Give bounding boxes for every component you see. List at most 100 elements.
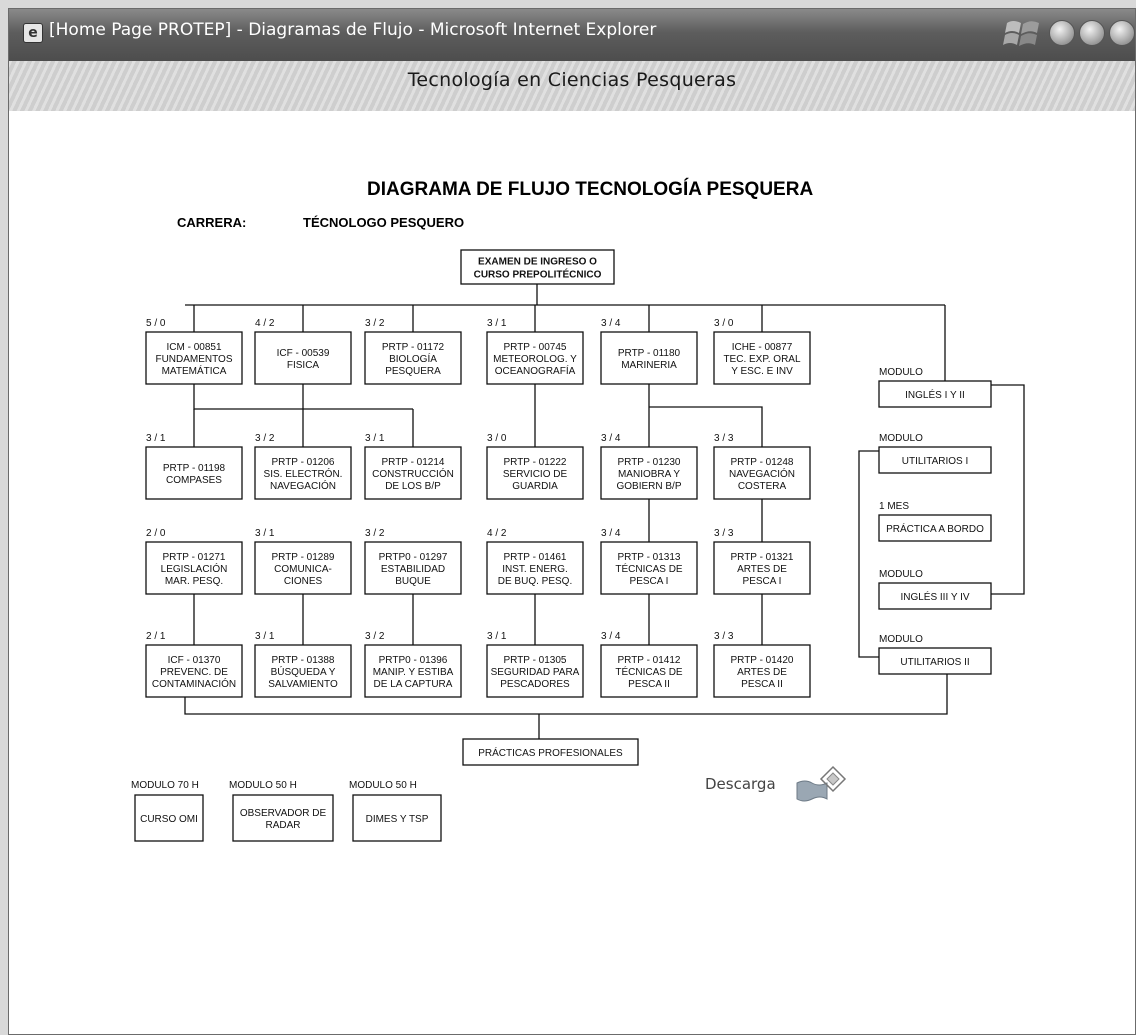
course-box-line: PRTP - 01248 bbox=[730, 457, 793, 468]
ie-page-icon: e bbox=[23, 23, 43, 43]
extra-label: MODULO 50 H bbox=[349, 780, 417, 791]
connector-utilitarios bbox=[858, 450, 887, 658]
window-title: [Home Page PROTEP] - Diagramas de Flujo … bbox=[49, 20, 657, 40]
download-diskette-icon[interactable] bbox=[815, 765, 851, 801]
course-box-line: FUNDAMENTOS bbox=[155, 354, 232, 365]
side-label: MODULO bbox=[879, 569, 923, 580]
course-box-frame bbox=[145, 541, 243, 595]
site-title: Tecnología en Ciencias Pesqueras bbox=[407, 69, 737, 91]
course-box-frame bbox=[600, 644, 698, 698]
extra-box-line: OBSERVADOR DE bbox=[240, 808, 327, 819]
course-box-line: INST. ENERG. bbox=[502, 564, 568, 575]
credit-label: 3 / 2 bbox=[365, 318, 385, 329]
course-box-line: BÚSQUEDA Y bbox=[271, 665, 336, 678]
course-box-line: SERVICIO DE bbox=[503, 469, 568, 480]
credit-label: 3 / 1 bbox=[487, 318, 507, 329]
course-box-line: SALVAMIENTO bbox=[268, 679, 338, 690]
course-box-line: PRTP - 01230 bbox=[617, 457, 680, 468]
extra-label: MODULO 50 H bbox=[229, 780, 297, 791]
side-box-frame bbox=[878, 380, 992, 408]
course-box-line: PESCA II bbox=[628, 679, 670, 690]
course-box-frame bbox=[713, 331, 811, 385]
course-box-line: COMPASES bbox=[166, 475, 222, 486]
course-box-line: BUQUE bbox=[395, 576, 431, 587]
download-link[interactable]: Descarga bbox=[705, 775, 776, 793]
course-box-line: PRTP - 01289 bbox=[271, 552, 334, 563]
side-box: INGLÉS III Y IV bbox=[878, 582, 992, 610]
course-box-line: Y ESC. E INV bbox=[731, 366, 793, 377]
course-box-frame bbox=[486, 541, 584, 595]
course-box-frame bbox=[254, 331, 352, 385]
title-bar[interactable]: e [Home Page PROTEP] - Diagramas de Fluj… bbox=[9, 9, 1135, 61]
diagram-title: DIAGRAMA DE FLUJO TECNOLOGÍA PESQUERA bbox=[367, 178, 813, 200]
course-box-line: BIOLOGÍA bbox=[389, 352, 437, 365]
course-box-line: TÉCNICAS DE bbox=[615, 665, 683, 678]
connector-navegacion bbox=[649, 406, 763, 447]
extra-box-line: RADAR bbox=[265, 820, 300, 831]
course-box-line: PESCA II bbox=[741, 679, 783, 690]
course-box-frame bbox=[364, 644, 462, 698]
credit-label: 3 / 0 bbox=[714, 318, 734, 329]
course-box-line: MATEMÁTICA bbox=[162, 364, 227, 377]
course-box-line: PRTP0 - 01297 bbox=[379, 552, 448, 563]
course-box-line: LEGISLACIÓN bbox=[161, 562, 228, 575]
course-box-line: ICF - 01370 bbox=[168, 655, 221, 666]
course-box-line: PRTP0 - 01396 bbox=[379, 655, 448, 666]
credit-label: 3 / 1 bbox=[255, 631, 275, 642]
credit-label: 3 / 2 bbox=[255, 433, 275, 444]
course-box-frame bbox=[600, 446, 698, 500]
course-box-line: ARTES DE bbox=[737, 667, 787, 678]
course-box-frame bbox=[486, 644, 584, 698]
course-box-line: PRTP - 01321 bbox=[730, 552, 793, 563]
maximize-button[interactable] bbox=[1079, 20, 1105, 46]
course-box-line: OCEANOGRAFÍA bbox=[495, 364, 576, 377]
close-button[interactable] bbox=[1109, 20, 1135, 46]
course-box-line: ARTES DE bbox=[737, 564, 787, 575]
minimize-button[interactable] bbox=[1049, 20, 1075, 46]
extra-box-line: DIMES Y TSP bbox=[366, 814, 429, 825]
course-box-line: GUARDIA bbox=[512, 481, 558, 492]
side-box: INGLÉS I Y II bbox=[878, 380, 992, 408]
course-box-line: SEGURIDAD PARA bbox=[491, 667, 580, 678]
connector-ingles bbox=[991, 384, 1025, 595]
course-box-line: PRTP - 01198 bbox=[163, 463, 226, 474]
entry-box-line: EXAMEN DE INGRESO O bbox=[478, 257, 597, 268]
course-box-line: PRTP - 01222 bbox=[503, 457, 566, 468]
carrera-value: TÉCNOLOGO PESQUERO bbox=[303, 215, 464, 230]
credit-label: 3 / 0 bbox=[487, 433, 507, 444]
entry-box-frame bbox=[460, 249, 615, 285]
extra-box: CURSO OMI bbox=[134, 794, 204, 842]
course-box-line: DE BUQ. PESQ. bbox=[498, 576, 572, 587]
course-box-line: ICM - 00851 bbox=[166, 342, 221, 353]
side-box-frame bbox=[878, 446, 992, 474]
credit-label: 3 / 1 bbox=[146, 433, 166, 444]
practicas-box-line: PRÁCTICAS PROFESIONALES bbox=[478, 746, 623, 759]
credit-label: 3 / 3 bbox=[714, 528, 734, 539]
course-box-frame bbox=[364, 446, 462, 500]
course-box-line: NAVEGACIÓN bbox=[729, 467, 795, 480]
side-label: MODULO bbox=[879, 634, 923, 645]
course-box-line: MANIOBRA Y bbox=[618, 469, 680, 480]
credit-label: 3 / 4 bbox=[601, 318, 621, 329]
credit-label: 3 / 1 bbox=[365, 433, 385, 444]
credit-label: 3 / 2 bbox=[365, 528, 385, 539]
course-box-frame bbox=[713, 446, 811, 500]
